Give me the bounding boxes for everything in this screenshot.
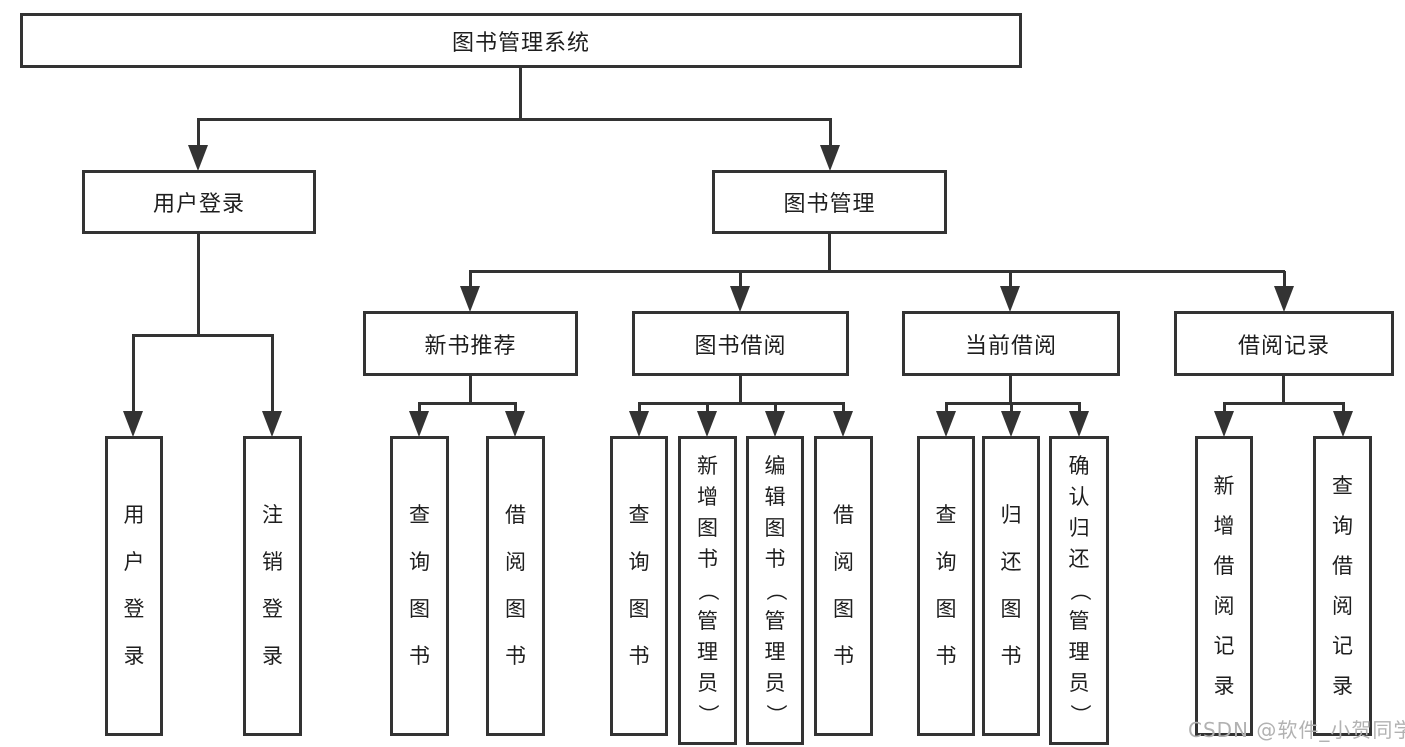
connector-line-vertical (638, 403, 641, 417)
connector-line-vertical (1010, 403, 1013, 417)
node-book-borrowing-label: 图书借阅 (694, 333, 787, 359)
node-root-label: 图书管理系统 (451, 30, 590, 56)
node-borrowing-records: 借阅记录 (1174, 311, 1394, 376)
connector-line-vertical (774, 403, 777, 417)
connector-line-horizontal (197, 118, 832, 121)
leaf-query-books-recommend: 查询图书 (390, 436, 449, 736)
leaf-query-books-current: 查询图书 (917, 436, 975, 736)
connector-line-horizontal (469, 270, 1285, 273)
connector-line-horizontal (132, 334, 274, 337)
node-root: 图书管理系统 (20, 13, 1022, 68)
csdn-watermark: CSDN @软件_小贺同学 (1188, 718, 1405, 742)
connector-line-vertical (842, 403, 845, 417)
connector-line-vertical (1009, 375, 1012, 405)
leaf-user-login: 用户登录 (105, 436, 163, 736)
connector-line-vertical (1223, 403, 1226, 417)
arrowhead-down-icon (1001, 411, 1021, 437)
arrowhead-down-icon (123, 411, 143, 437)
arrowhead-down-icon (1214, 411, 1234, 437)
connector-line-horizontal (1223, 402, 1345, 405)
leaf-add-borrow-record: 新增借阅记录 (1195, 436, 1253, 736)
node-user-login: 用户登录 (82, 170, 316, 234)
connector-line-vertical (197, 119, 200, 152)
leaf-edit-books-admin: 编辑图书（管理员） (746, 436, 804, 745)
node-current-borrowing-label: 当前借阅 (964, 333, 1057, 359)
leaf-add-books-admin: 新增图书（管理员） (678, 436, 737, 745)
arrowhead-down-icon (505, 411, 525, 437)
leaf-query-books-borrowing: 查询图书 (610, 436, 668, 736)
connector-line-horizontal (945, 402, 1081, 405)
leaf-logout: 注销登录 (243, 436, 302, 736)
node-new-book-recommend: 新书推荐 (363, 311, 578, 376)
connector-line-horizontal (638, 402, 845, 405)
connector-line-vertical (829, 119, 832, 152)
node-book-borrowing: 图书借阅 (632, 311, 849, 376)
leaf-borrow-books: 借阅图书 (814, 436, 873, 736)
arrowhead-down-icon (1274, 286, 1294, 312)
arrowhead-down-icon (1333, 411, 1353, 437)
connector-line-vertical (828, 233, 831, 273)
arrowhead-down-icon (833, 411, 853, 437)
connector-line-vertical (739, 375, 742, 405)
leaf-borrow-books-recommend: 借阅图书 (486, 436, 545, 736)
connector-line-vertical (132, 335, 135, 417)
connector-line-vertical (945, 403, 948, 417)
connector-line-vertical (1282, 375, 1285, 405)
connector-line-vertical (469, 271, 472, 291)
connector-line-vertical (271, 335, 274, 417)
connector-line-vertical (519, 68, 522, 121)
node-current-borrowing: 当前借阅 (902, 311, 1120, 376)
arrowhead-down-icon (936, 411, 956, 437)
arrowhead-down-icon (765, 411, 785, 437)
leaf-return-books: 归还图书 (982, 436, 1040, 736)
connector-line-vertical (1078, 403, 1081, 417)
arrowhead-down-icon (730, 286, 750, 312)
leaf-confirm-return-admin: 确认归还（管理员） (1049, 436, 1109, 745)
connector-line-vertical (1009, 271, 1012, 291)
arrowhead-down-icon (1069, 411, 1089, 437)
connector-line-vertical (1342, 403, 1345, 417)
arrowhead-down-icon (460, 286, 480, 312)
arrowhead-down-icon (697, 411, 717, 437)
connector-line-vertical (1283, 271, 1286, 291)
connector-line-vertical (469, 375, 472, 405)
leaf-query-borrow-record: 查询借阅记录 (1313, 436, 1372, 736)
node-borrowing-records-label: 借阅记录 (1237, 333, 1330, 359)
arrowhead-down-icon (1000, 286, 1020, 312)
connector-line-vertical (418, 403, 421, 417)
node-new-book-recommend-label: 新书推荐 (424, 333, 517, 359)
connector-line-vertical (739, 271, 742, 291)
arrowhead-down-icon (629, 411, 649, 437)
connector-line-vertical (706, 403, 709, 417)
node-book-management: 图书管理 (712, 170, 947, 234)
connector-line-horizontal (418, 402, 517, 405)
connector-line-vertical (197, 233, 200, 337)
node-book-management-label: 图书管理 (783, 192, 876, 217)
node-user-login-label: 用户登录 (152, 192, 245, 217)
arrowhead-down-icon (262, 411, 282, 437)
arrowhead-down-icon (188, 145, 208, 171)
arrowhead-down-icon (409, 411, 429, 437)
connector-line-vertical (514, 403, 517, 417)
arrowhead-down-icon (820, 145, 840, 171)
